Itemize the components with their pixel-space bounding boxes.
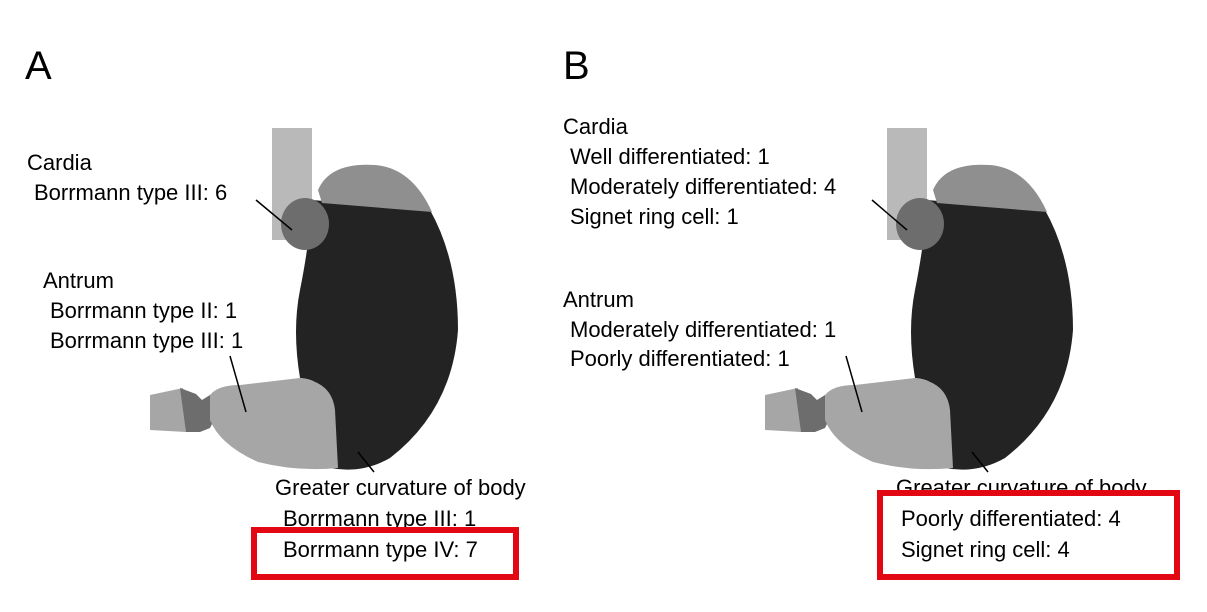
panel-b-antrum-title: Antrum xyxy=(563,287,634,312)
panel-a-body-line: Borrmann type IV: 7 xyxy=(283,537,478,562)
panel-a-cardia-line: Borrmann type III: 6 xyxy=(34,180,228,205)
panel-b-antrum-line: Moderately differentiated: 1 xyxy=(570,317,837,342)
panel-a-body-title: Greater curvature of body xyxy=(275,475,526,500)
cardia-leader-line-b xyxy=(871,199,908,231)
highlight-box-b xyxy=(877,490,1180,580)
panel-b-cardia-line: Moderately differentiated: 4 xyxy=(570,174,837,199)
panel-b-cardia-title: Cardia xyxy=(563,114,628,139)
panel-b-body-line: Poorly differentiated: 4 xyxy=(901,506,1121,531)
panel-b-cardia-line: Well differentiated: 1 xyxy=(570,144,770,169)
antrum-leader-line-a xyxy=(229,355,247,413)
panel-b-cardia-line: Signet ring cell: 1 xyxy=(570,204,739,229)
cardia-leader-line-a xyxy=(255,199,293,231)
panel-b-label: B xyxy=(563,44,590,88)
panel-a-body-line: Borrmann type III: 1 xyxy=(283,506,477,531)
panel-a-label: A xyxy=(25,44,52,88)
panel-a-antrum-line: Borrmann type II: 1 xyxy=(50,298,238,323)
body-leader-line-a xyxy=(357,451,375,473)
body-leader-line-b xyxy=(971,451,989,473)
highlight-box-a xyxy=(251,527,519,580)
panel-b-antrum-line: Poorly differentiated: 1 xyxy=(570,346,790,371)
panel-a-cardia-title: Cardia xyxy=(27,150,92,175)
panel-b-body-line: Signet ring cell: 4 xyxy=(901,537,1070,562)
antrum-leader-line-b xyxy=(845,355,863,413)
panel-a-antrum-title: Antrum xyxy=(43,268,114,293)
panel-a-antrum-line: Borrmann type III: 1 xyxy=(50,328,244,353)
